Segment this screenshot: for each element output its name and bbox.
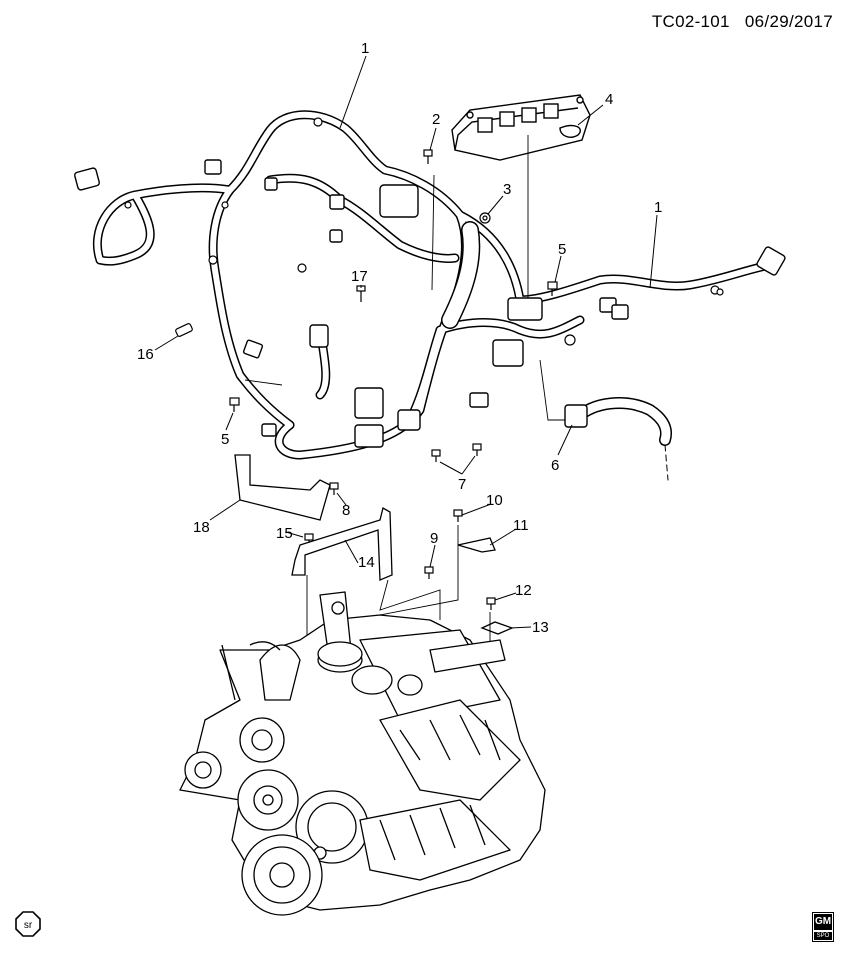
diagram-id: TC02-101 xyxy=(651,12,730,31)
callout-4: 4 xyxy=(605,91,613,108)
callout-10: 10 xyxy=(486,492,503,509)
callout-16: 16 xyxy=(137,346,154,363)
callout-7: 7 xyxy=(458,476,466,493)
bracket-part-18 xyxy=(234,454,331,521)
bolt-part-7b xyxy=(431,449,441,462)
harness-extension-part-6 xyxy=(564,397,673,481)
nut-part-3 xyxy=(479,212,491,224)
bracket-part-11 xyxy=(457,537,496,553)
diagram-date: 06/29/2017 xyxy=(744,12,833,31)
bolt-part-9 xyxy=(424,566,434,579)
callout-1-right: 1 xyxy=(654,199,662,216)
gm-logo-icon: GM SPO xyxy=(812,912,834,942)
leader-lines xyxy=(154,55,658,629)
callout-15: 15 xyxy=(276,525,293,542)
engine-wiring-harness xyxy=(74,110,786,460)
sr-octagon-icon: sr xyxy=(15,911,41,937)
bracket-part-14 xyxy=(291,507,393,581)
bolt-part-12 xyxy=(486,597,496,610)
relay-block-part-4 xyxy=(451,94,591,161)
callout-13: 13 xyxy=(532,619,549,636)
callout-17: 17 xyxy=(351,268,368,285)
sr-label: sr xyxy=(24,920,33,931)
bolt-part-7a xyxy=(472,443,482,456)
callout-14: 14 xyxy=(358,554,375,571)
bolt-part-10 xyxy=(453,509,463,522)
callout-5-upper: 5 xyxy=(558,241,566,258)
callout-1-top: 1 xyxy=(361,40,369,57)
callout-6: 6 xyxy=(551,457,559,474)
callout-8: 8 xyxy=(342,502,350,519)
callout-11: 11 xyxy=(513,517,529,534)
brackets xyxy=(234,454,514,635)
pin-part-16 xyxy=(175,323,193,337)
callout-5-lower: 5 xyxy=(221,431,229,448)
callout-3: 3 xyxy=(503,181,511,198)
alignment-lines xyxy=(244,135,565,650)
diagram-header: TC02-101 06/29/2017 xyxy=(652,12,833,32)
callout-9: 9 xyxy=(430,530,438,547)
callout-labels: 1 1 2 3 4 5 5 6 7 8 9 10 11 12 13 14 15 … xyxy=(137,40,662,636)
bracket-part-13 xyxy=(480,621,514,635)
engine-assembly xyxy=(179,591,546,916)
callout-2: 2 xyxy=(432,111,440,128)
fasteners xyxy=(175,149,558,610)
callout-18: 18 xyxy=(193,519,210,536)
spo-label: SPO xyxy=(814,932,832,940)
pin-part-17 xyxy=(356,285,366,302)
gm-label: GM xyxy=(814,914,832,930)
bolt-part-2 xyxy=(423,149,433,164)
callout-12: 12 xyxy=(515,582,532,599)
bolt-part-5-lower xyxy=(229,397,240,412)
bolt-part-5-upper xyxy=(547,281,558,296)
